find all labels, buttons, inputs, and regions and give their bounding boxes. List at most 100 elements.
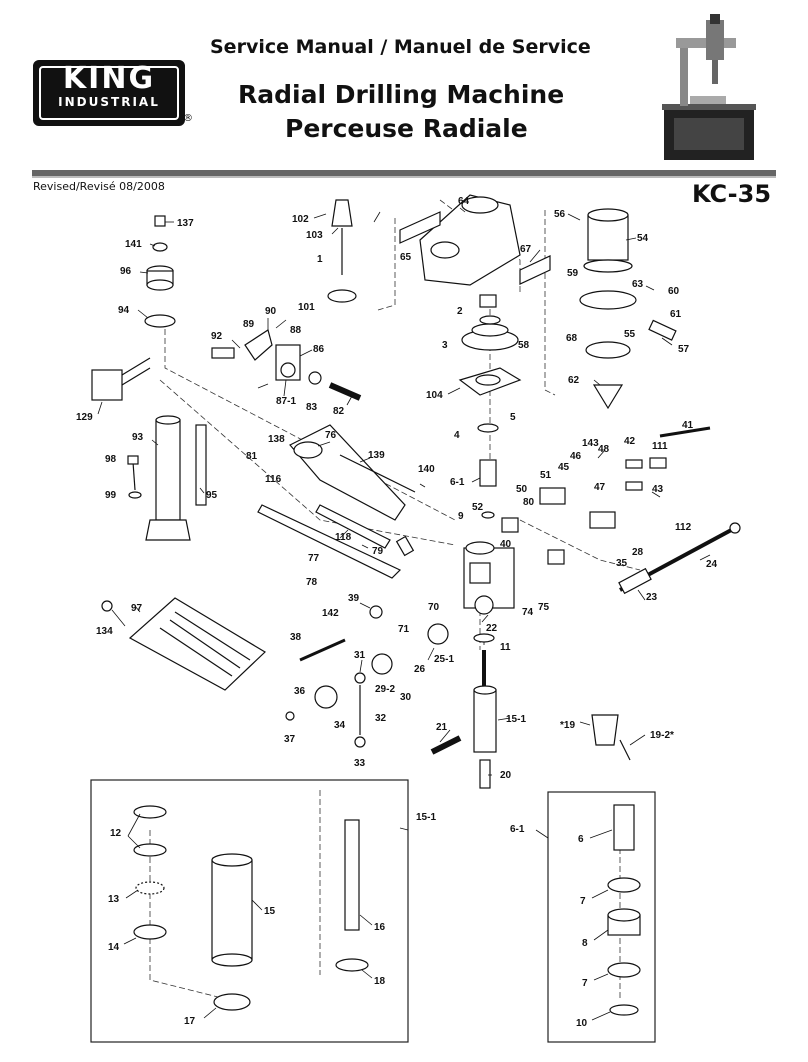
part-label: 15-1 (416, 812, 436, 823)
part-label: 25-1 (434, 654, 454, 665)
part-label: 138 (268, 434, 285, 445)
part-label: 48 (598, 444, 610, 455)
part-label: 76 (325, 430, 337, 441)
part-label: 112 (675, 522, 692, 533)
part-label: 111 (652, 441, 668, 452)
part-label: 95 (206, 490, 218, 501)
part-label: 36 (294, 686, 306, 697)
part-label: 94 (118, 305, 130, 316)
part-label: 99 (105, 490, 117, 501)
part-label: 24 (706, 559, 718, 570)
part-label: 140 (418, 464, 435, 475)
part-label: 87-1 (276, 396, 296, 407)
part-label: 97 (131, 603, 143, 614)
part-label: 8 (582, 938, 588, 949)
part-label: 90 (265, 306, 277, 317)
part-label: 32 (375, 713, 387, 724)
part-label: 75 (538, 602, 550, 613)
part-label: 1 (317, 254, 323, 265)
part-label: 74 (522, 607, 534, 618)
part-label: 7 (580, 896, 586, 907)
part-label: 64 (458, 196, 470, 207)
part-label: 10 (576, 1018, 588, 1029)
part-label: 41 (682, 420, 694, 431)
machine-title-en: Radial Drilling Machine (238, 80, 565, 109)
part-label: 68 (566, 333, 578, 344)
logo-wordmark: KING (62, 61, 156, 96)
part-label: 93 (132, 432, 144, 443)
part-label: 20 (500, 770, 512, 781)
part-label: 79 (372, 546, 384, 557)
part-label: 59 (567, 268, 579, 279)
part-label: 37 (284, 734, 296, 745)
part-label: 45 (558, 462, 570, 473)
part-label: 104 (426, 390, 443, 401)
part-label: 28 (632, 547, 644, 558)
part-label: 3 (442, 340, 448, 351)
part-label: 19-2* (650, 730, 674, 741)
part-label: 4 (454, 430, 460, 441)
part-label: 71 (398, 624, 410, 635)
part-label: 13 (108, 894, 120, 905)
king-industrial-logo: KING INDUSTRIAL (33, 60, 185, 126)
part-label: 60 (668, 286, 680, 297)
part-label: 14 (108, 942, 120, 953)
part-label: 2 (457, 306, 463, 317)
part-label: 31 (354, 650, 366, 661)
part-label: 35 (616, 558, 628, 569)
part-label: 56 (554, 209, 566, 220)
logo-border (39, 66, 179, 120)
part-label: 11 (500, 642, 511, 653)
part-label: 50 (516, 484, 528, 495)
part-label: 21 (436, 722, 448, 733)
part-label: 98 (105, 454, 117, 465)
part-label: 43 (652, 484, 664, 495)
part-label: 16 (374, 922, 386, 933)
part-label: *19 (560, 720, 575, 731)
registered-mark: ® (183, 113, 193, 124)
model-number: KC-35 (692, 180, 772, 208)
manual-title: Service Manual / Manuel de Service (210, 36, 591, 58)
part-label: 61 (670, 309, 682, 320)
part-label: 118 (335, 532, 352, 543)
part-label: 22 (486, 623, 498, 634)
part-label: 18 (374, 976, 386, 987)
part-label: 15 (264, 906, 276, 917)
part-label: 7 (582, 978, 588, 989)
part-label: 52 (472, 502, 484, 513)
part-label: 116 (265, 474, 282, 485)
part-label: 92 (211, 331, 223, 342)
inset-box-spindle (547, 791, 656, 1043)
part-label: 102 (292, 214, 309, 225)
part-label: 65 (400, 252, 412, 263)
logo-subtitle: INDUSTRIAL (58, 95, 160, 109)
part-label: 46 (570, 451, 582, 462)
part-label: 139 (368, 450, 385, 461)
part-label: 6-1 (510, 824, 525, 835)
part-label: 29-2 (375, 684, 395, 695)
part-label: 54 (637, 233, 649, 244)
part-label: 30 (400, 692, 412, 703)
part-label: 83 (306, 402, 318, 413)
revision-date: Revised/Revisé 08/2008 (33, 180, 165, 193)
part-label: 34 (334, 720, 346, 731)
part-label: 141 (125, 239, 142, 250)
part-label: 26 (414, 664, 426, 675)
part-label: 129 (76, 412, 93, 423)
part-label: 57 (678, 344, 690, 355)
part-label: 78 (306, 577, 318, 588)
part-label: 17 (184, 1016, 196, 1027)
part-label: 23 (646, 592, 658, 603)
part-label: 86 (313, 344, 325, 355)
machine-photo (662, 14, 756, 160)
part-label: 80 (523, 497, 535, 508)
part-label: 70 (428, 602, 440, 613)
part-label: 96 (120, 266, 132, 277)
part-label: 101 (298, 302, 315, 313)
part-label: 6 (578, 834, 584, 845)
part-label: 103 (306, 230, 323, 241)
part-label: 143 (582, 438, 599, 449)
part-label: 9 (458, 511, 464, 522)
part-label: 5 (510, 412, 516, 423)
